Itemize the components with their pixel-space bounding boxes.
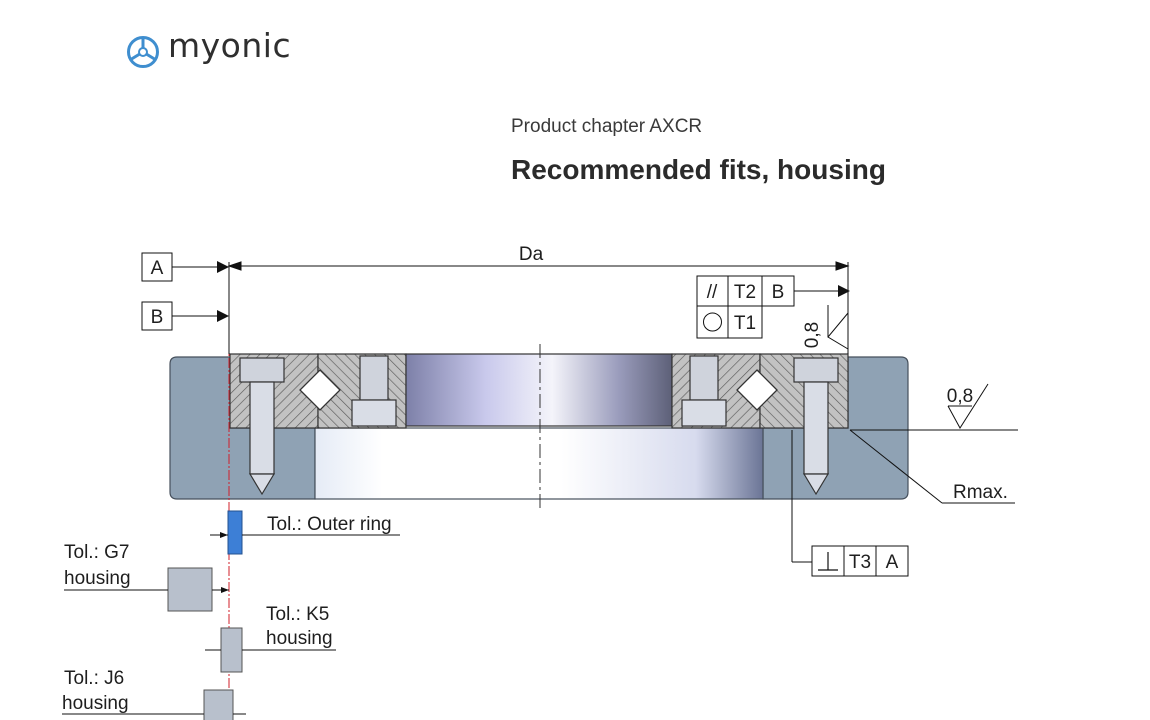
tolerance-g7-label-2: housing [64, 568, 131, 589]
tolerance-zone-j6 [62, 689, 246, 720]
roughness-side-value: 0,8 [802, 322, 823, 348]
datum-a-label: A [151, 258, 164, 279]
tolerance-zone-outer-ring [210, 510, 400, 555]
tolerance-outer-ring-label: Tol.: Outer ring [267, 514, 392, 535]
datum-b [141, 301, 229, 331]
bearing-section [229, 353, 849, 496]
tolerance-j6-label: Tol.: J6 [64, 668, 124, 689]
brand-name: myonic [168, 26, 292, 65]
perpendicularity-tolerance: T3 [849, 552, 871, 573]
circularity-tolerance: T1 [734, 313, 756, 334]
myonic-logo-icon [127, 36, 159, 68]
roughness-face-value: 0,8 [947, 386, 973, 407]
datum-b-label: B [151, 307, 164, 328]
tolerance-j6-label-2: housing [62, 693, 129, 714]
roughness-side-symbol [827, 305, 849, 350]
perpendicularity-datum: A [886, 552, 899, 573]
diameter-dimension [227, 261, 850, 354]
parallelism-datum: B [772, 282, 785, 303]
page-title: Recommended fits, housing [511, 154, 886, 185]
tolerance-zone-g7 [64, 567, 229, 612]
tolerance-g7-label: Tol.: G7 [64, 542, 129, 563]
diameter-label: Da [519, 244, 544, 265]
tolerance-k5-label: Tol.: K5 [266, 604, 329, 625]
rmax-leader [849, 429, 1015, 504]
datum-a [141, 252, 229, 282]
circularity-icon [703, 312, 722, 332]
fcf-top [696, 275, 850, 339]
tolerance-zone-k5 [205, 627, 336, 673]
parallelism-symbol: // [707, 282, 718, 303]
parallelism-tolerance: T2 [734, 282, 756, 303]
fcf-bottom [791, 430, 909, 577]
page-subtitle: Product chapter AXCR [511, 116, 703, 137]
rmax-label: Rmax. [953, 482, 1008, 503]
roughness-face-symbol [850, 383, 1018, 431]
tolerance-k5-label-2: housing [266, 628, 333, 649]
